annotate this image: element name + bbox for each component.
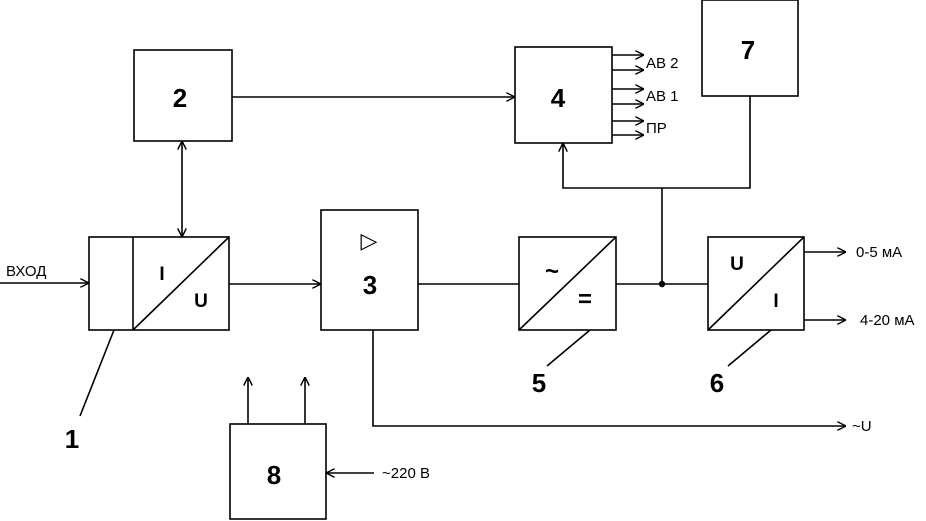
block-2-number: 2 [173,83,187,113]
junction-node [658,280,666,288]
leader-6 [727,329,772,367]
out-u-line [372,330,846,426]
block-7: 7 [701,0,799,97]
block-2: 2 [133,49,233,142]
ab2-label: АВ 2 [646,55,679,72]
block-7-number: 7 [741,35,755,65]
ab1-label: АВ 1 [646,88,679,105]
leader-1 [79,329,115,417]
out-u-label: ~U [852,418,872,435]
callout-6: 6 [710,368,724,398]
leader-5 [546,329,591,367]
block-5-bottom-symbol: = [578,286,592,313]
amplifier-symbol: ▷ [361,228,378,253]
block-8-number: 8 [267,460,281,490]
out-0-5-label: 0-5 мА [856,244,902,261]
out-4-20-label: 4-20 мА [860,312,915,329]
block-1: I U [88,236,230,331]
callout-5: 5 [532,368,546,398]
block-1-bottom-symbol: U [194,291,208,312]
block-3: ▷ 3 [320,209,419,331]
block-4-number: 4 [551,83,566,113]
power-label: ~220 В [382,465,430,482]
block-6-top-symbol: U [730,254,744,275]
block-3-number: 3 [363,270,377,300]
block-5-top-symbol: ~ [545,258,559,285]
block-5: ~ = [518,236,617,331]
block-6: U I [707,236,805,331]
input-label: ВХОД [6,263,46,280]
pr-label: ПР [646,120,667,137]
callout-1: 1 [65,424,79,454]
block-8: 8 [229,423,327,520]
block-1-top-symbol: I [159,264,164,285]
block-6-bottom-symbol: I [773,291,778,312]
link-7-4 [563,96,751,189]
block-4: 4 [514,46,613,144]
